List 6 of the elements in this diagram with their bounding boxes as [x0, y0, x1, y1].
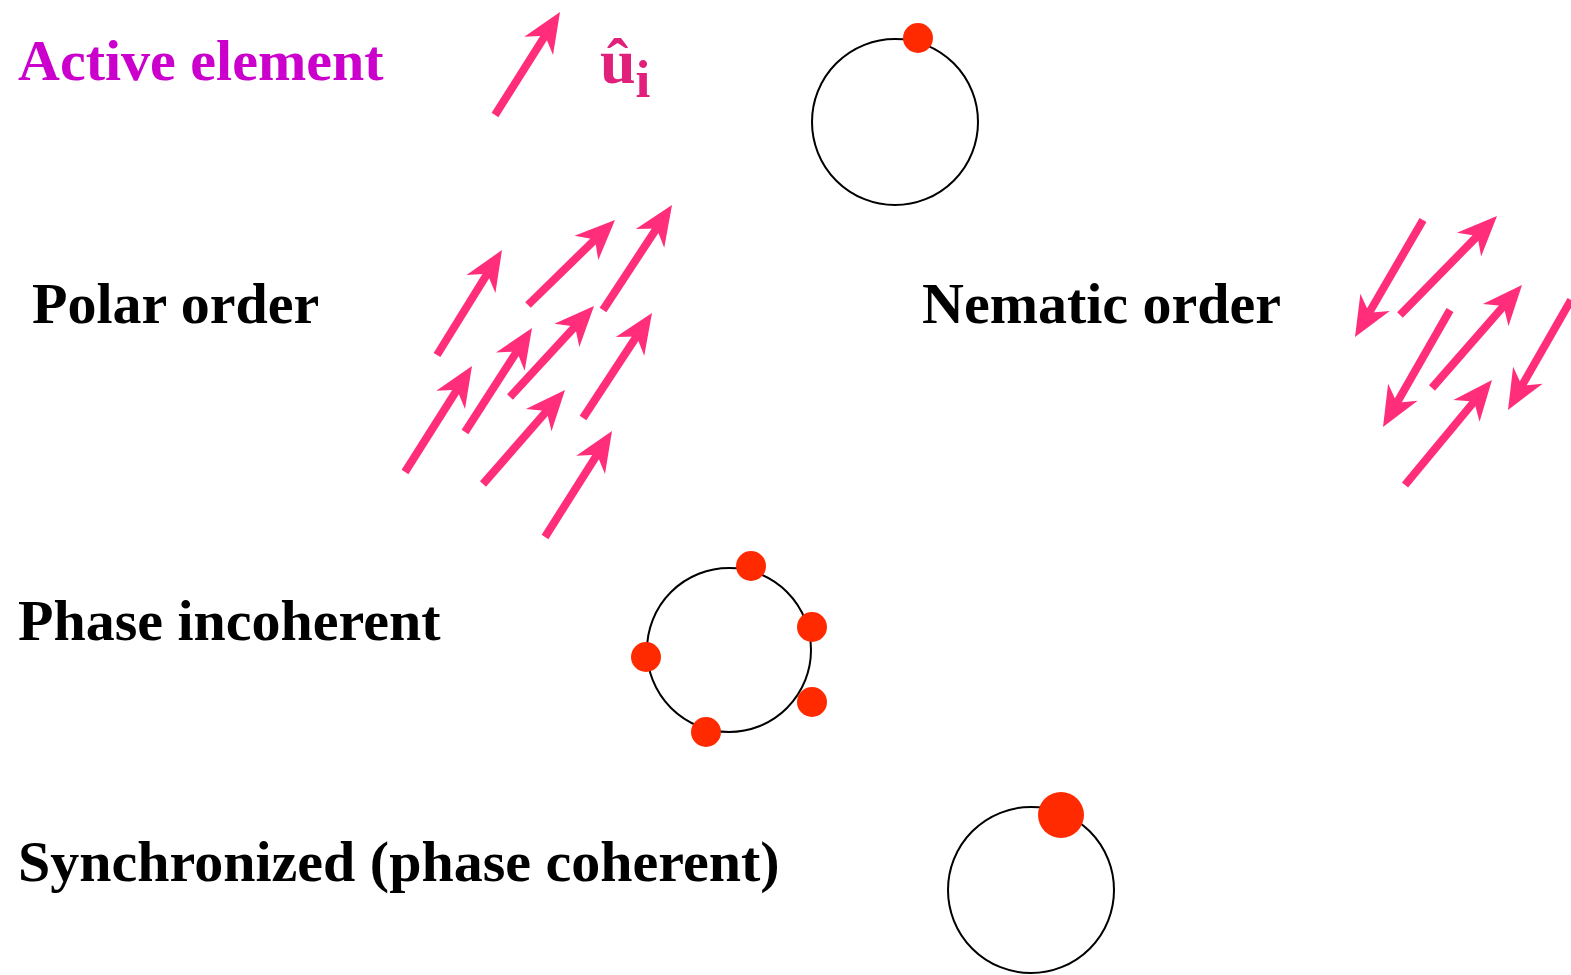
caption-text: Phase incoherent — [18, 592, 441, 650]
heading-text: Active element — [18, 32, 384, 90]
caption-text: Synchronized (phase coherent) — [18, 833, 780, 891]
caption-text: Polar order — [32, 275, 320, 333]
caption-text: Nematic order — [922, 275, 1282, 333]
unit-vector-symbol: û$_{i}$ — [600, 30, 651, 107]
